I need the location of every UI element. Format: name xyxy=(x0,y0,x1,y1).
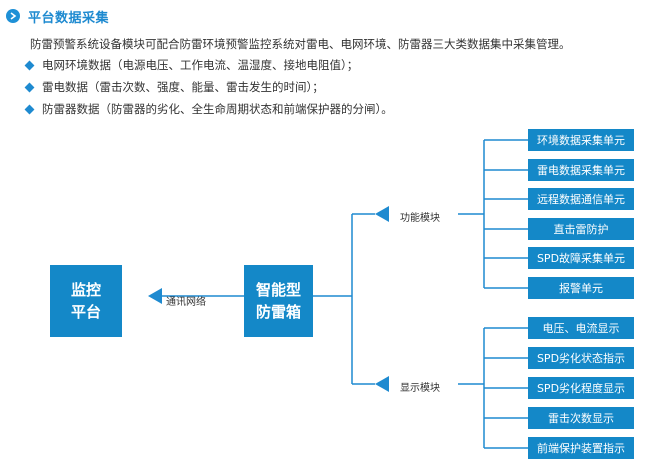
bullet-text: 防雷器数据（防雷器的劣化、全生命周期状态和前端保护器的分闸）。 xyxy=(42,102,393,116)
section-header: 平台数据采集 xyxy=(6,6,109,26)
section-title: 平台数据采集 xyxy=(28,10,110,26)
display-unit-node: 雷击次数显示 xyxy=(528,407,634,429)
display-unit-node: 电压、电流显示 xyxy=(528,317,634,339)
bullet-text: 电网环境数据（电源电压、工作电流、温湿度、接地电阻值）； xyxy=(42,58,359,72)
function-unit-node: 远程数据通信单元 xyxy=(528,188,634,210)
monitor-platform-line1: 监控 xyxy=(70,281,101,299)
bullet-item: 电网环境数据（电源电压、工作电流、温湿度、接地电阻值）； xyxy=(24,57,359,73)
display-module-label: 显示模块 xyxy=(400,383,440,394)
monitor-platform-node: 监控 平台 xyxy=(50,265,122,337)
bullet-text: 雷电数据（雷击次数、强度、能量、雷击发生的时间）； xyxy=(42,80,324,94)
function-arrow-icon xyxy=(375,206,389,222)
bullet-item: 雷电数据（雷击次数、强度、能量、雷击发生的时间）； xyxy=(24,79,324,95)
display-arrow-icon xyxy=(375,376,389,392)
intro-text: 防雷预警系统设备模块可配合防雷环境预警监控系统对雷电、电网环境、防雷器三大类数据… xyxy=(30,37,571,51)
function-unit-node: SPD故障采集单元 xyxy=(528,247,634,269)
smart-box-line1: 智能型 xyxy=(255,281,301,299)
smart-box-line2: 防雷箱 xyxy=(255,303,301,321)
function-unit-node: 报警单元 xyxy=(528,277,634,299)
function-unit-node: 环境数据采集单元 xyxy=(528,129,634,151)
display-unit-node: SPD劣化程度显示 xyxy=(528,377,634,399)
smart-box-node: 智能型 防雷箱 xyxy=(244,265,313,337)
function-unit-node: 直击雷防护 xyxy=(528,218,634,240)
function-unit-node: 雷电数据采集单元 xyxy=(528,159,634,181)
arrow-right-circle-icon xyxy=(6,9,20,23)
display-unit-node: 前端保护装置指示 xyxy=(528,437,634,459)
function-module-label: 功能模块 xyxy=(400,213,440,224)
bullet-item: 防雷器数据（防雷器的劣化、全生命周期状态和前端保护器的分闸）。 xyxy=(24,101,393,117)
monitor-platform-line2: 平台 xyxy=(70,303,101,321)
comm-network-label: 通讯网络 xyxy=(166,297,206,308)
display-unit-node: SPD劣化状态指示 xyxy=(528,347,634,369)
comm-arrow-icon xyxy=(148,288,162,304)
